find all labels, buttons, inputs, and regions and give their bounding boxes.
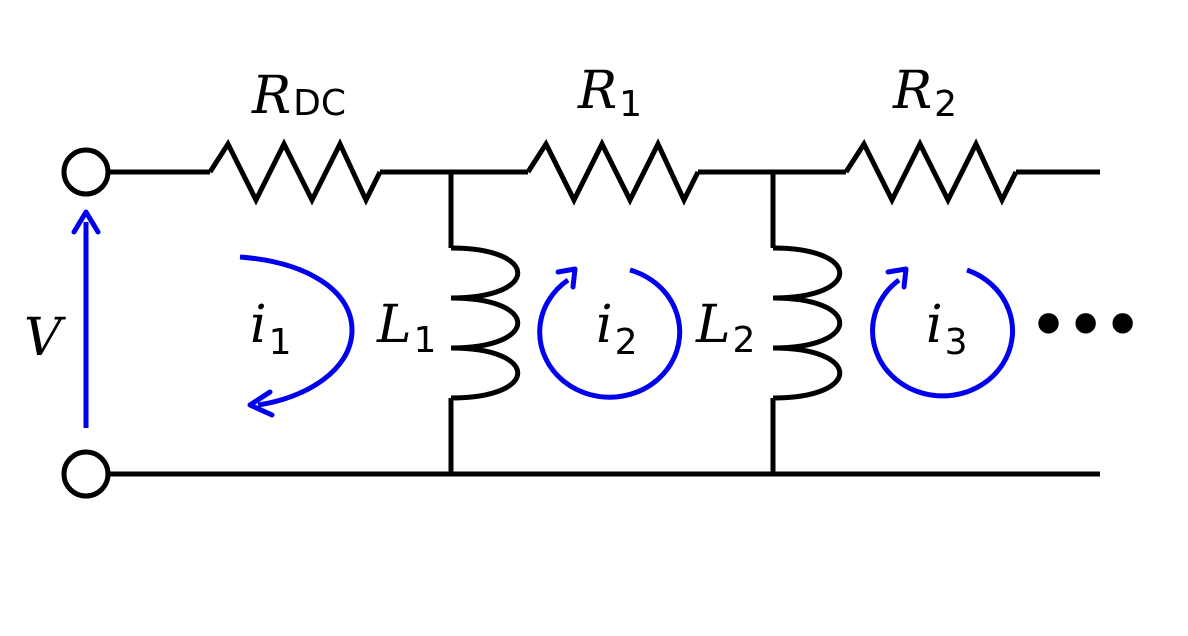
label-r1: R1	[577, 61, 642, 125]
loop-current-1-arc	[239, 254, 355, 408]
loop-current-3-arrowhead	[885, 266, 909, 290]
label-i1: i1	[250, 295, 292, 363]
continuation-ellipsis: •••	[1030, 291, 1141, 359]
loop-current-2-arc	[537, 267, 683, 400]
label-r2: R2	[892, 61, 957, 125]
label-l1: L1	[376, 295, 436, 361]
label-v: V	[24, 308, 66, 368]
resistor-r2	[843, 138, 1019, 206]
loop-current-2-arrowhead	[555, 266, 578, 290]
resistor-r1	[525, 138, 701, 206]
label-l2: L2	[695, 295, 755, 361]
loop-current-3-arc	[870, 267, 1016, 399]
voltage-arrow-head	[71, 209, 101, 235]
inductor-l2	[772, 245, 843, 401]
label-rdc: RDC	[251, 66, 346, 126]
terminal-bottom[interactable]	[61, 449, 111, 499]
inductor-l1	[450, 245, 521, 401]
resistor-rdc	[207, 138, 383, 206]
label-i3: i3	[926, 295, 968, 363]
label-i2: i2	[596, 295, 638, 363]
loop-current-1-arrowhead	[247, 389, 275, 418]
terminal-top[interactable]	[61, 147, 111, 197]
